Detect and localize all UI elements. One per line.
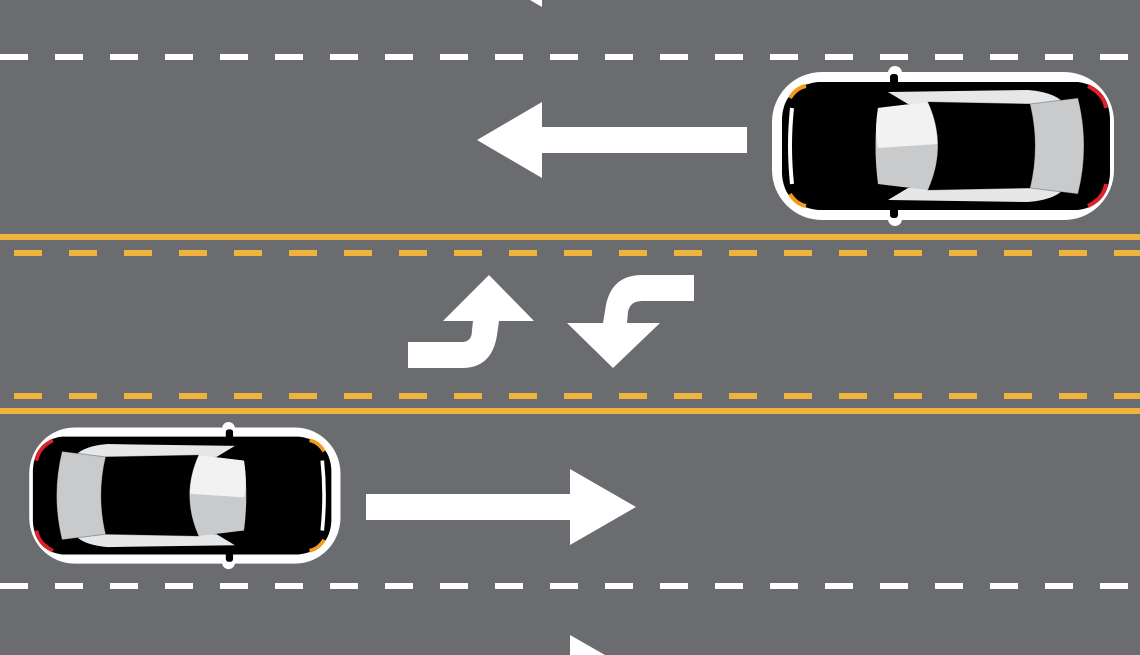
partial-arrow-top-icon [530,0,542,7]
red-car: .rc .body{fill:#d8262b}.rc .mirror{fill:… [27,420,343,571]
left-arrow-icon [477,102,747,178]
right-arrow-icon [366,469,636,545]
partial-arrow-bottom-icon [570,635,605,655]
blue-car: .bc .body{fill:#0a7cc9}.bc .mirror{fill:… [770,64,1116,228]
right-turn-arrow-icon [567,275,694,368]
left-turn-arrow-icon [408,275,534,368]
